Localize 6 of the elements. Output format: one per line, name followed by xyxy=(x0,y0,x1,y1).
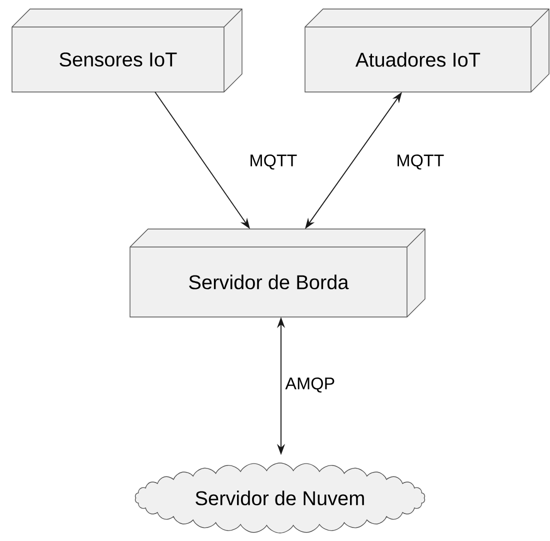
node-box: Sensores IoT xyxy=(12,8,242,92)
node-box: Atuadores IoT xyxy=(304,8,550,92)
edge-label: AMQP xyxy=(284,376,336,394)
node-box: Servidor de Borda xyxy=(130,228,426,318)
edge-label: MQTT xyxy=(248,153,298,170)
edge-label: MQTT xyxy=(395,153,446,170)
